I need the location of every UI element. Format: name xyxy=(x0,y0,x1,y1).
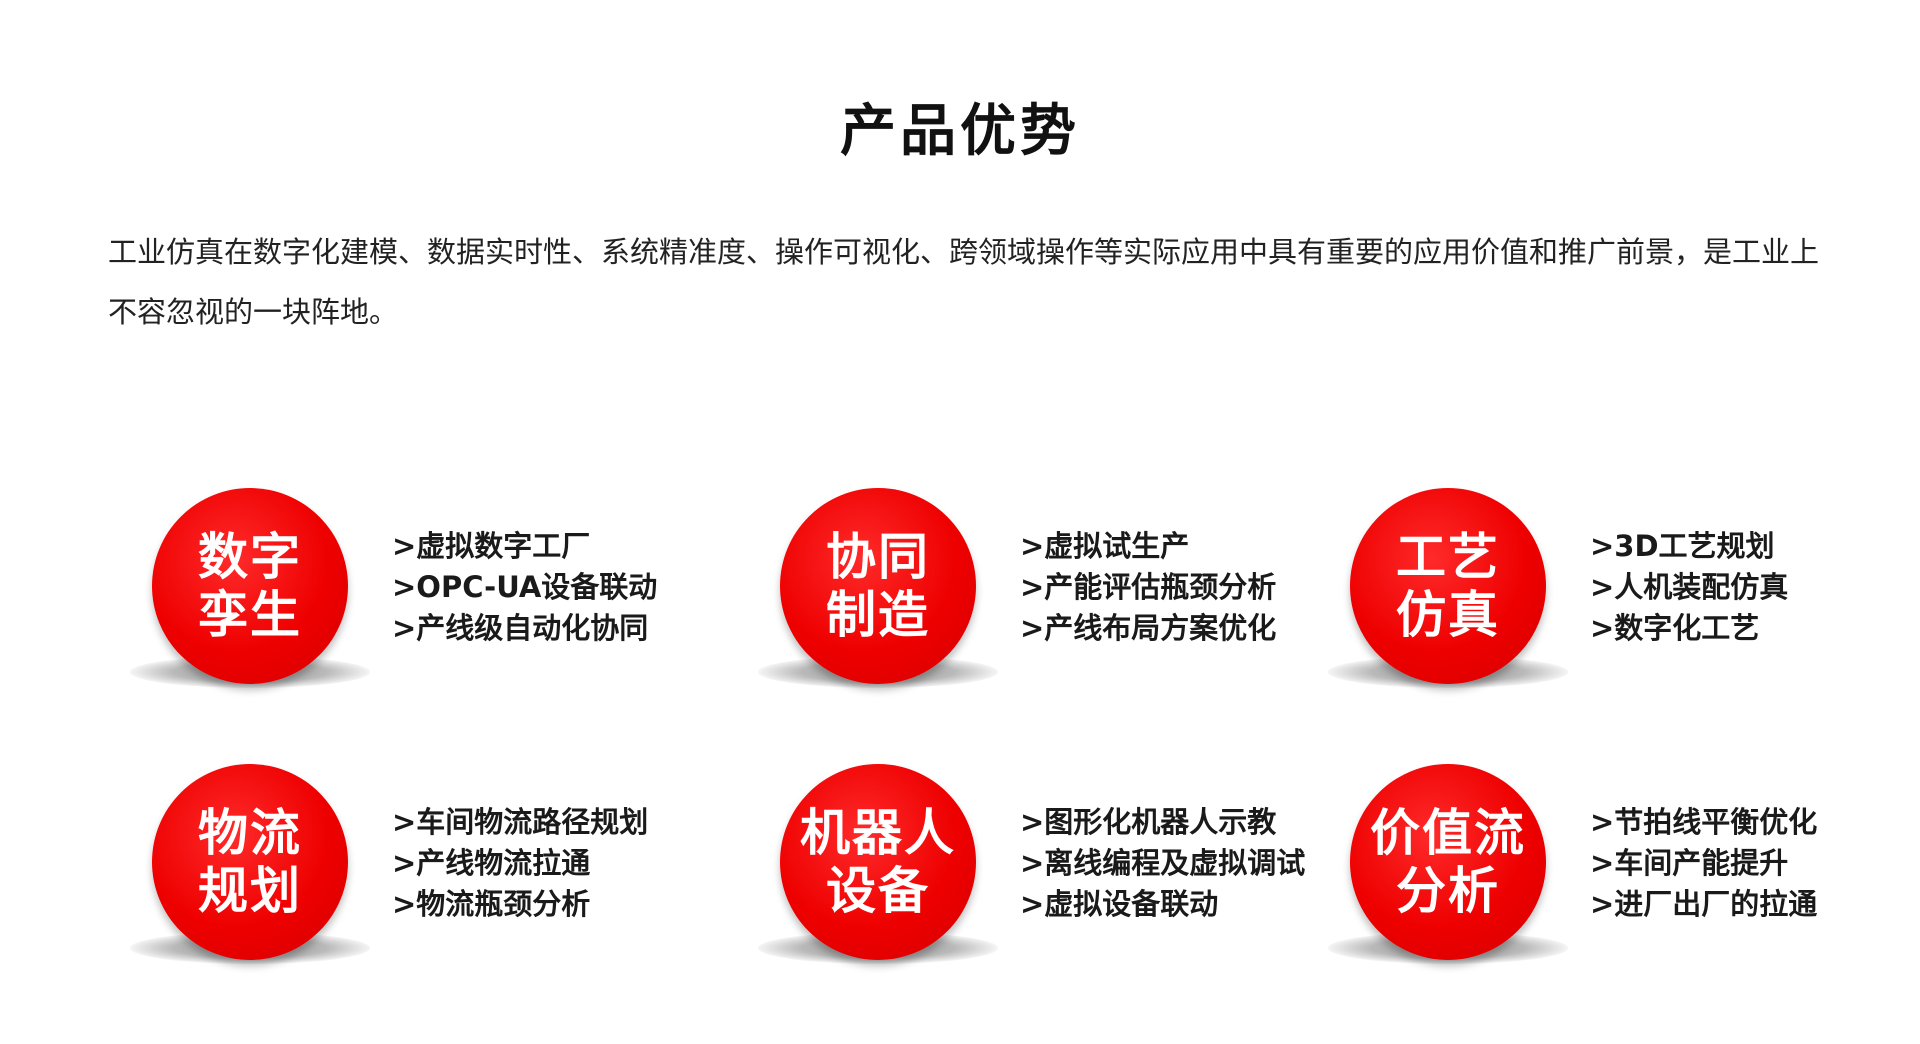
feature-item: >车间物流路径规划 xyxy=(392,805,649,839)
feature-item: >节拍线平衡优化 xyxy=(1590,805,1818,839)
feature-item: >OPC-UA设备联动 xyxy=(392,570,658,604)
badge-text-line-2: 设备 xyxy=(826,862,930,920)
badge-text-line-1: 数字 xyxy=(198,528,302,586)
badge-text-line-1: 工艺 xyxy=(1396,528,1500,586)
feature-list: >3D工艺规划 >人机装配仿真 >数字化工艺 xyxy=(1590,526,1788,649)
feature-item: >人机装配仿真 xyxy=(1590,570,1789,604)
badge-collaborative-manufacturing: 协同 制造 xyxy=(780,488,976,684)
feature-item: >虚拟设备联动 xyxy=(1020,887,1219,921)
feature-item: >进厂出厂的拉通 xyxy=(1590,887,1818,921)
feature-list: >虚拟试生产 >产能评估瓶颈分析 >产线布局方案优化 xyxy=(1020,526,1276,649)
feature-item: >数字化工艺 xyxy=(1590,611,1760,645)
badge-digital-twin: 数字 孪生 xyxy=(152,488,348,684)
feature-item: >物流瓶颈分析 xyxy=(392,887,591,921)
badge-text-line-2: 仿真 xyxy=(1396,586,1500,644)
feature-card-collaborative-manufacturing: 协同 制造 >虚拟试生产 >产能评估瓶颈分析 >产线布局方案优化 xyxy=(736,488,1356,708)
intro-paragraph: 工业仿真在数字化建模、数据实时性、系统精准度、操作可视化、跨领域操作等实际应用中… xyxy=(108,235,1820,329)
feature-item: >产线物流拉通 xyxy=(392,846,591,880)
feature-card-process-simulation: 工艺 仿真 >3D工艺规划 >人机装配仿真 >数字化工艺 xyxy=(1306,488,1920,708)
feature-card-value-stream-analysis: 价值流 分析 >节拍线平衡优化 >车间产能提升 >进厂出厂的拉通 xyxy=(1306,764,1920,984)
badge-text-line-2: 孪生 xyxy=(198,586,302,644)
feature-list: >节拍线平衡优化 >车间产能提升 >进厂出厂的拉通 xyxy=(1590,802,1817,925)
feature-item: >虚拟试生产 xyxy=(1020,529,1190,563)
badge-process-simulation: 工艺 仿真 xyxy=(1350,488,1546,684)
feature-item: >产能评估瓶颈分析 xyxy=(1020,570,1277,604)
badge-logistics-planning: 物流 规划 xyxy=(152,764,348,960)
feature-card-digital-twin: 数字 孪生 >虚拟数字工厂 >OPC-UA设备联动 >产线级自动化协同 xyxy=(108,488,728,708)
feature-item: >产线布局方案优化 xyxy=(1020,611,1277,645)
badge-text-line-1: 物流 xyxy=(198,804,302,862)
feature-item: >离线编程及虚拟调试 xyxy=(1020,846,1306,880)
feature-item: >虚拟数字工厂 xyxy=(392,529,591,563)
feature-list: >虚拟数字工厂 >OPC-UA设备联动 >产线级自动化协同 xyxy=(392,526,657,649)
badge-text-line-1: 价值流 xyxy=(1370,804,1526,862)
feature-item: >3D工艺规划 xyxy=(1590,529,1775,563)
badge-text-line-2: 规划 xyxy=(198,862,302,920)
page-title: 产品优势 xyxy=(840,99,1080,164)
badge-robot-equipment: 机器人 设备 xyxy=(780,764,976,960)
feature-card-robot-equipment: 机器人 设备 >图形化机器人示教 >离线编程及虚拟调试 >虚拟设备联动 xyxy=(736,764,1356,984)
badge-value-stream-analysis: 价值流 分析 xyxy=(1350,764,1546,960)
feature-item: >产线级自动化协同 xyxy=(392,611,649,645)
feature-list: >图形化机器人示教 >离线编程及虚拟调试 >虚拟设备联动 xyxy=(1020,802,1305,925)
feature-item: >车间产能提升 xyxy=(1590,846,1789,880)
feature-list: >车间物流路径规划 >产线物流拉通 >物流瓶颈分析 xyxy=(392,802,648,925)
badge-text-line-2: 分析 xyxy=(1396,862,1500,920)
feature-card-logistics-planning: 物流 规划 >车间物流路径规划 >产线物流拉通 >物流瓶颈分析 xyxy=(108,764,728,984)
feature-item: >图形化机器人示教 xyxy=(1020,805,1277,839)
badge-text-line-2: 制造 xyxy=(826,586,930,644)
badge-text-line-1: 机器人 xyxy=(800,804,956,862)
badge-text-line-1: 协同 xyxy=(826,528,930,586)
